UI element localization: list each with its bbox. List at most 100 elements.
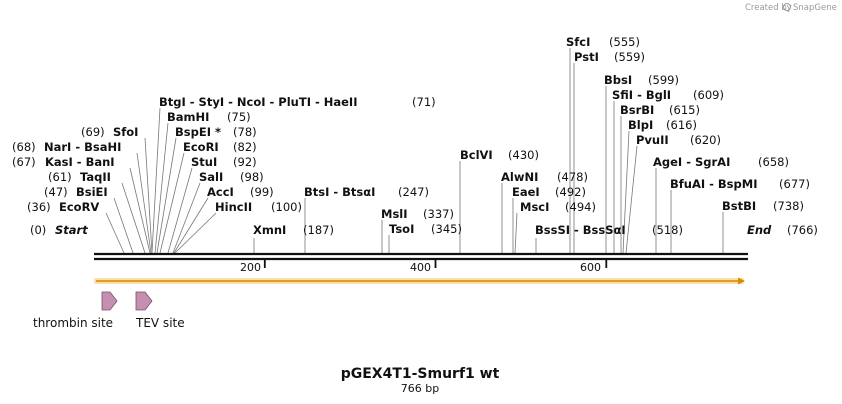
site-pos-bsiei: (47) [44, 185, 68, 199]
site-label-bbsi[interactable]: BbsI [604, 73, 632, 87]
site-label-blpi[interactable]: BlpI [628, 118, 653, 132]
site-label-bfuai[interactable]: BfuAI - BspMI [670, 177, 757, 191]
site-pos-bspei: (78) [233, 125, 257, 139]
tev-site-label: TEV site [135, 316, 185, 330]
site-label-bamhi[interactable]: BamHI [167, 110, 209, 124]
site-label-xmni[interactable]: XmnI [253, 223, 286, 237]
site-pos-btgi: (71) [412, 95, 436, 109]
site-label-hincii[interactable]: HincII [215, 200, 252, 214]
site-label-pvuii[interactable]: PvuII [636, 133, 669, 147]
connector-msci [514, 212, 518, 254]
site-pos-bamhi: (75) [227, 110, 251, 124]
connector-stui [167, 167, 193, 254]
site-label-bspei[interactable]: BspEI * [175, 125, 221, 139]
connector-bsiei [113, 197, 134, 254]
connector-ecori [159, 152, 185, 254]
plasmid-title: pGEX4T1-Smurf1 wt [341, 366, 500, 382]
site-label-psti[interactable]: PstI [574, 50, 599, 64]
site-pos-bsssi: (518) [652, 223, 683, 237]
site-label-eaei[interactable]: EaeI [512, 185, 540, 199]
site-label-btsi[interactable]: BtsI - BtsαI [304, 185, 375, 199]
start-label: Start [55, 223, 88, 237]
thrombin-site-label: thrombin site [33, 316, 113, 330]
site-label-bsssi[interactable]: BssSI - BssSαI [535, 223, 626, 237]
credit-brand: SnapGene [793, 3, 837, 13]
site-pos-acci: (99) [250, 185, 274, 199]
site-pos-psti: (559) [614, 50, 645, 64]
connector-ecorv [105, 212, 125, 254]
site-pos-taqii: (61) [48, 170, 72, 184]
dna-backbone [94, 252, 748, 268]
site-label-stui[interactable]: StuI [191, 155, 217, 169]
site-label-bsiei[interactable]: BsiEI [76, 185, 108, 199]
connector-taqii [121, 182, 146, 254]
feature-thrombin-site[interactable] [101, 291, 118, 311]
site-pos-bbsi: (599) [648, 73, 679, 87]
site-pos-sfci: (555) [609, 35, 640, 49]
credit-prefix: Created by [745, 3, 792, 13]
site-pos-msci: (494) [565, 200, 596, 214]
site-pos-tsoi: (345) [431, 222, 462, 236]
feature-gst[interactable] [94, 277, 745, 285]
site-label-bsrbi[interactable]: BsrBI [620, 103, 654, 117]
site-pos-pvuii: (620) [690, 133, 721, 147]
snapgene-logo-icon [783, 3, 791, 11]
site-label-alwni[interactable]: AlwNI [501, 170, 538, 184]
site-label-agei[interactable]: AgeI - SgrAI [653, 155, 730, 169]
connector-sfoi [144, 137, 153, 254]
tev-arrow-icon [135, 291, 153, 311]
connector-btgi [151, 107, 161, 254]
connector-sali [172, 182, 201, 254]
site-pos-nari: (68) [12, 140, 36, 154]
connector-blpi [622, 130, 630, 254]
site-pos-stui: (92) [233, 155, 257, 169]
snapgene-logo [783, 3, 791, 11]
site-connectors [105, 48, 724, 254]
site-label-sfii[interactable]: SfiI - BglI [612, 88, 671, 102]
site-label-sali[interactable]: SalI [199, 170, 223, 184]
site-label-ecori[interactable]: EcoRI [183, 140, 219, 154]
site-pos-xmni: (187) [303, 223, 334, 237]
thrombin-arrow-icon [101, 291, 118, 311]
site-pos-sfoi: (69) [81, 125, 105, 139]
start-pos: (0) [30, 223, 46, 237]
feature-tev-site[interactable] [135, 291, 153, 311]
site-label-acci[interactable]: AccI [207, 185, 234, 199]
site-pos-btsi: (247) [398, 185, 429, 199]
site-label-ecorv[interactable]: EcoRV [59, 200, 99, 214]
site-pos-bclvi: (430) [508, 148, 539, 162]
site-label-tsoi[interactable]: TsoI [389, 222, 414, 236]
site-pos-sfii: (609) [693, 88, 724, 102]
plasmid-length: 766 bp [401, 382, 439, 395]
site-pos-agei: (658) [758, 155, 789, 169]
site-pos-hincii: (100) [271, 200, 302, 214]
ruler-label-600: 600 [580, 261, 601, 274]
site-label-btgi-group[interactable]: BtgI - StyI - NcoI - PluTI - HaeII [159, 95, 358, 109]
site-label-msli[interactable]: MslI [381, 207, 408, 221]
site-label-sfoi[interactable]: SfoI [113, 125, 138, 139]
connector-kasi [129, 167, 151, 254]
site-pos-msli: (337) [423, 207, 454, 221]
site-pos-bsrbi: (615) [669, 103, 700, 117]
site-label-sfci[interactable]: SfcI [566, 35, 590, 49]
connector-pvuii [625, 145, 638, 254]
site-pos-ecorv: (36) [27, 200, 51, 214]
site-label-taqii[interactable]: TaqII [80, 170, 111, 184]
site-pos-bstbi: (738) [773, 199, 804, 213]
connector-nari [136, 152, 152, 254]
connector-acci [173, 197, 209, 254]
site-pos-ecori: (82) [233, 140, 257, 154]
site-label-bstbi[interactable]: BstBI [722, 199, 756, 213]
site-pos-alwni: (478) [557, 170, 588, 184]
connector-bamhi [154, 122, 169, 254]
site-label-nari[interactable]: NarI - BsaHI [44, 140, 121, 154]
site-label-bclvi[interactable]: BclVI [460, 148, 493, 162]
ruler-label-400: 400 [410, 261, 431, 274]
connector-bspei [156, 137, 177, 254]
site-label-msci[interactable]: MscI [520, 200, 549, 214]
site-pos-eaei: (492) [555, 185, 586, 199]
site-label-kasi[interactable]: KasI - BanI [45, 155, 115, 169]
site-pos-kasi: (67) [12, 155, 36, 169]
connector-hincii [174, 212, 217, 254]
